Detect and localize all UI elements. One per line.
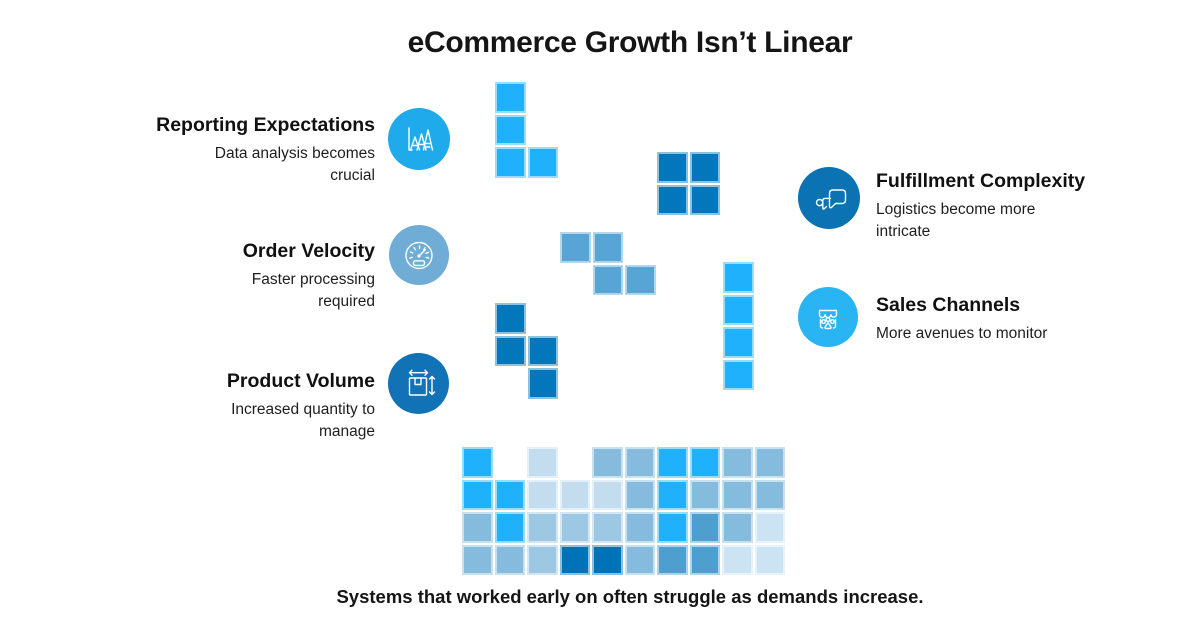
bottom-caption: Systems that worked early on often strug… [336, 586, 924, 607]
stack-cell [527, 447, 558, 478]
stack-cell [657, 512, 688, 543]
info-item-fulfillment: Fulfillment Complexity Logistics become … [876, 170, 1116, 242]
stack-cell [689, 544, 720, 575]
stack-cell [494, 479, 525, 510]
stack-cell [722, 512, 753, 543]
item-body: Increased quantity to manage [231, 401, 375, 440]
stack-cell [462, 512, 493, 543]
tetris-cell [689, 184, 720, 215]
stack-cell [722, 479, 753, 510]
info-item-product-volume: Product Volume Increased quantity to man… [165, 370, 375, 442]
tetris-cell [527, 335, 558, 366]
stack-cell [527, 512, 558, 543]
stack-cell [754, 512, 785, 543]
route-arrows-glyph [815, 189, 847, 210]
peaks-chart-glyph [408, 127, 434, 151]
info-item-order-velocity: Order Velocity Faster processing require… [165, 240, 375, 312]
tetris-cell [723, 294, 754, 325]
page-title: eCommerce Growth Isn’t Linear [407, 26, 853, 59]
stack-cell [462, 447, 493, 478]
stack-cell [722, 544, 753, 575]
stack-cell [722, 447, 753, 478]
stack-cell [689, 512, 720, 543]
stack-cell [592, 447, 623, 478]
tetris-cell [723, 327, 754, 358]
stack-cell [754, 447, 785, 478]
stack-cell [754, 479, 785, 510]
item-heading: Product Volume [226, 370, 375, 392]
stack-cell [462, 479, 493, 510]
tetris-cell [625, 264, 656, 295]
item-body: Logistics become more intricate [876, 201, 1036, 240]
stack-cell [624, 512, 655, 543]
speedometer-glyph [405, 241, 433, 270]
tetris-cell [527, 368, 558, 399]
stack-cell [592, 512, 623, 543]
box-dimensions-glyph [408, 369, 435, 396]
stack-cell [657, 447, 688, 478]
stack-cell [624, 544, 655, 575]
tetris-cell [657, 184, 688, 215]
item-heading: Fulfillment Complexity [876, 170, 1086, 192]
tetris-cell [495, 303, 526, 334]
item-heading: Sales Channels [876, 294, 1021, 316]
stack-cell [494, 512, 525, 543]
stack-cell [689, 479, 720, 510]
tetris-cell [723, 359, 754, 390]
stack-cell [624, 447, 655, 478]
stack-cell [559, 512, 590, 543]
item-body: Data analysis becomes crucial [214, 145, 375, 184]
box-dimensions-icon [388, 353, 449, 414]
route-arrows-icon [798, 167, 860, 229]
tetris-cell [592, 232, 623, 263]
stack-cell [559, 544, 590, 575]
info-item-reporting: Reporting Expectations Data analysis bec… [115, 114, 375, 186]
tetris-cell [723, 262, 754, 293]
item-heading: Order Velocity [242, 240, 375, 262]
item-body: More avenues to monitor [876, 325, 1048, 343]
item-body: Faster processing required [251, 271, 375, 310]
tetris-cell [495, 335, 526, 366]
stack-cell [657, 479, 688, 510]
stack-cell [494, 544, 525, 575]
storefront-icon [798, 287, 858, 347]
tetris-cell [527, 147, 558, 178]
stack-cell [527, 479, 558, 510]
tetris-cell [495, 114, 526, 145]
stack-cell [754, 544, 785, 575]
tetris-cell [560, 232, 591, 263]
tetris-cell [495, 147, 526, 178]
stack-cell [592, 544, 623, 575]
tetris-cell [495, 82, 526, 113]
stack-cell [592, 479, 623, 510]
stack-cell [689, 447, 720, 478]
tetris-cell [657, 152, 688, 183]
info-item-sales-channels: Sales Channels More avenues to monitor [876, 294, 1136, 345]
stack-cell [657, 544, 688, 575]
peaks-chart-icon [388, 108, 450, 170]
stack-cell [559, 479, 590, 510]
storefront-glyph [818, 309, 838, 330]
stack-cell [624, 479, 655, 510]
stack-cell [462, 544, 493, 575]
tetris-cell [592, 264, 623, 295]
speedometer-icon [389, 225, 449, 285]
tetris-cell [689, 152, 720, 183]
stack-cell [527, 544, 558, 575]
item-heading: Reporting Expectations [156, 114, 375, 136]
